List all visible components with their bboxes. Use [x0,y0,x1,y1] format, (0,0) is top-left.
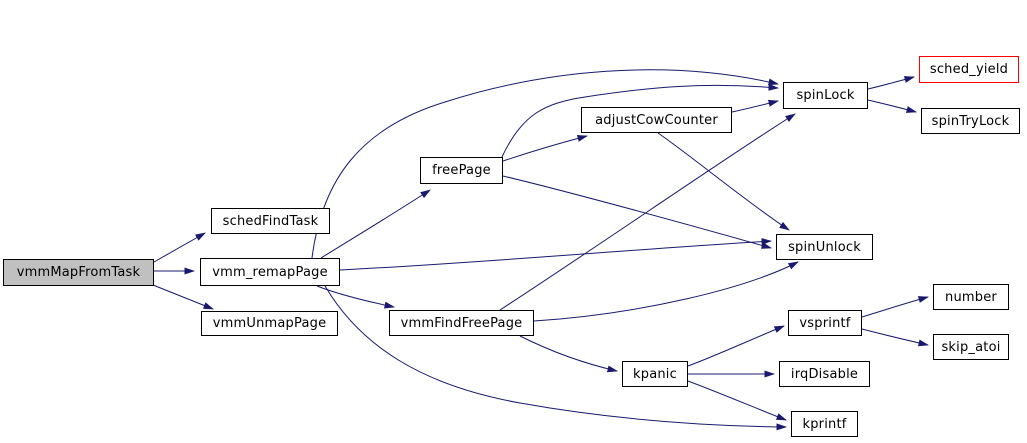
node-sched_yield[interactable]: sched_yield [919,56,1019,83]
node-vsprintf[interactable]: vsprintf [788,310,862,336]
node-kpanic[interactable]: kpanic [622,361,688,387]
edge-adjustCowCounter-to-spinLock [731,99,779,113]
edge-vmmFindFreePage-to-spinUnlock [533,261,799,322]
edge-kpanic-to-vsprintf [687,325,785,367]
edge-vmm_remapPage-to-kprintf [324,285,787,431]
edge-vmm_remapPage-to-vmmFindFreePage [316,285,395,309]
edge-vmmFindFreePage-to-kpanic [519,335,618,373]
edge-freePage-to-spinLock [501,83,779,158]
edge-kpanic-to-kprintf [687,380,787,421]
node-spinLock[interactable]: spinLock [783,82,868,109]
node-number[interactable]: number [933,284,1009,310]
node-freePage[interactable]: freePage [420,157,503,184]
edge-freePage-to-spinUnlock [502,175,772,249]
edge-spinLock-to-spinTryLock [867,99,917,113]
node-kprintf[interactable]: kprintf [791,411,858,437]
node-vmmFindFreePage[interactable]: vmmFindFreePage [389,310,534,336]
node-schedFindTask[interactable]: schedFindTask [211,208,330,234]
node-vmm_remapPage[interactable]: vmm_remapPage [200,258,340,286]
edge-adjustCowCounter-to-spinUnlock [657,132,790,231]
edge-vmm_remapPage-to-freePage [320,189,431,259]
edge-vmmMapFromTask-to-schedFindTask [153,232,206,263]
edge-vmmFindFreePage-to-spinLock [499,113,796,311]
node-spinTryLock[interactable]: spinTryLock [921,108,1020,134]
edge-vmmMapFromTask-to-vmmUnmapPage [152,284,214,310]
edge-spinLock-to-sched_yield [867,76,915,90]
node-spinUnlock[interactable]: spinUnlock [776,234,873,260]
edge-vsprintf-to-number [861,296,929,318]
edge-vmm_remapPage-to-spinLock [311,69,779,259]
node-skip_atoi[interactable]: skip_atoi [933,334,1009,360]
node-vmmMapFromTask: vmmMapFromTask [3,259,154,286]
node-irqDisable[interactable]: irqDisable [779,361,870,387]
node-adjustCowCounter[interactable]: adjustCowCounter [581,107,732,133]
edge-vmm_remapPage-to-spinUnlock [339,238,772,271]
node-vmmUnmapPage[interactable]: vmmUnmapPage [201,311,338,336]
edge-vsprintf-to-skip_atoi [861,328,929,347]
edge-freePage-to-adjustCowCounter [502,134,588,162]
